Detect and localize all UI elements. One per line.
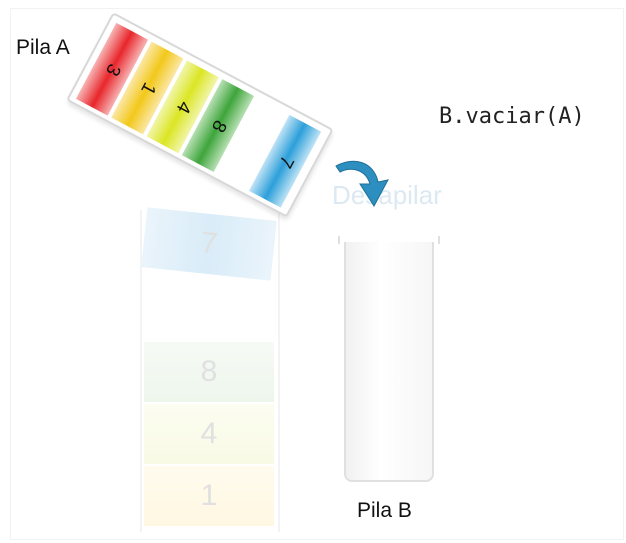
- stack-b-container: [344, 242, 434, 482]
- ghost-stack: 7 8 4 1: [141, 206, 280, 530]
- ghost-cell-4: 4: [144, 404, 274, 464]
- curved-arrow-icon: [335, 160, 389, 207]
- operation-text: B.vaciar(A): [439, 104, 585, 129]
- stack-b-label: Pila B: [357, 499, 412, 522]
- ghost-operation-label: Desapilar: [332, 180, 442, 210]
- ghost-container: [140, 210, 280, 532]
- diagram-frame: [10, 8, 624, 540]
- ghost-cell-1: 1: [144, 466, 274, 526]
- ghost-cell-7: 7: [141, 207, 277, 281]
- ghost-cell-8: 8: [144, 342, 274, 402]
- stack-b-lip: [338, 236, 440, 244]
- stack-a-label: Pila A: [16, 36, 70, 59]
